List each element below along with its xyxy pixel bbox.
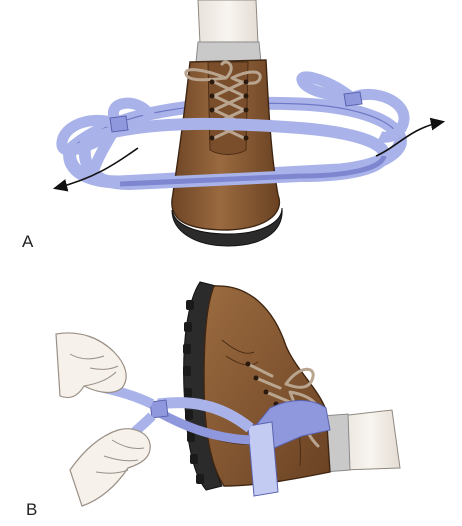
- strap-right-knot: [343, 91, 363, 107]
- sole-lugs-b: [183, 300, 204, 484]
- panel-b-illustration: [55, 281, 401, 507]
- panel-label-b: B: [26, 500, 38, 519]
- strap-front-band-shadow: [119, 155, 387, 187]
- pull-arrow-right: [375, 117, 446, 157]
- panel-label-a: A: [22, 232, 34, 251]
- hand-upper: [55, 332, 127, 399]
- hand-lower: [69, 428, 151, 507]
- pull-arrow-left: [52, 147, 139, 192]
- hand-lower-fingers: [95, 439, 145, 474]
- laces-a: [184, 60, 262, 140]
- panel-a-illustration: [52, 0, 446, 247]
- eyelets-b: [245, 361, 279, 407]
- strap-knot-b: [149, 399, 169, 419]
- hand-upper-fingers: [69, 353, 119, 387]
- leg-a: [197, 0, 259, 45]
- strap-left-knot: [109, 115, 129, 133]
- sock-a: [195, 41, 262, 63]
- strap-to-hands-upper: [157, 397, 254, 433]
- boot-sole-a: [171, 207, 283, 247]
- strap-vertical-band: [247, 421, 279, 497]
- strap-front-band: [78, 117, 390, 191]
